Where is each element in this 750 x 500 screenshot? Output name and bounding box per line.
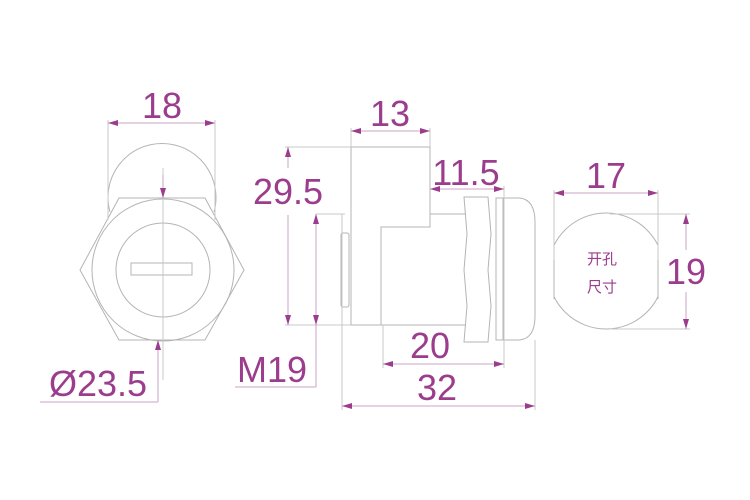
lock-cap (503, 197, 536, 341)
lock-body (350, 146, 431, 326)
hex-nut-outline (79, 197, 245, 341)
dim-19-label: 19 (666, 251, 706, 292)
key-slot (130, 262, 193, 276)
key-head-arc (107, 143, 217, 213)
front-view: 18 Ø23.5 (40, 85, 245, 404)
side-view: 29.5 M19 13 11.5 20 32 (235, 93, 536, 410)
cutout-label-line1: 开孔 (587, 250, 617, 268)
dim-18-label: 18 (142, 85, 182, 126)
dim-20-label: 20 (410, 325, 450, 366)
dim-11-5-label: 11.5 (432, 152, 499, 193)
washer-small (340, 232, 350, 308)
mounting-nut (463, 196, 492, 343)
dim-17-label: 17 (586, 155, 626, 196)
dim-diameter-label: Ø23.5 (49, 363, 147, 404)
washer (495, 197, 504, 341)
dim-29-5-label: 29.5 (253, 171, 323, 212)
cutout-shape (554, 212, 658, 330)
dim-32-label: 32 (417, 367, 457, 408)
dim-m19-label: M19 (237, 349, 307, 390)
dim-13-label: 13 (370, 93, 410, 134)
cutout-view: 17 19 开孔 尺寸 (553, 155, 706, 330)
cutout-label-line2: 尺寸 (587, 278, 617, 296)
